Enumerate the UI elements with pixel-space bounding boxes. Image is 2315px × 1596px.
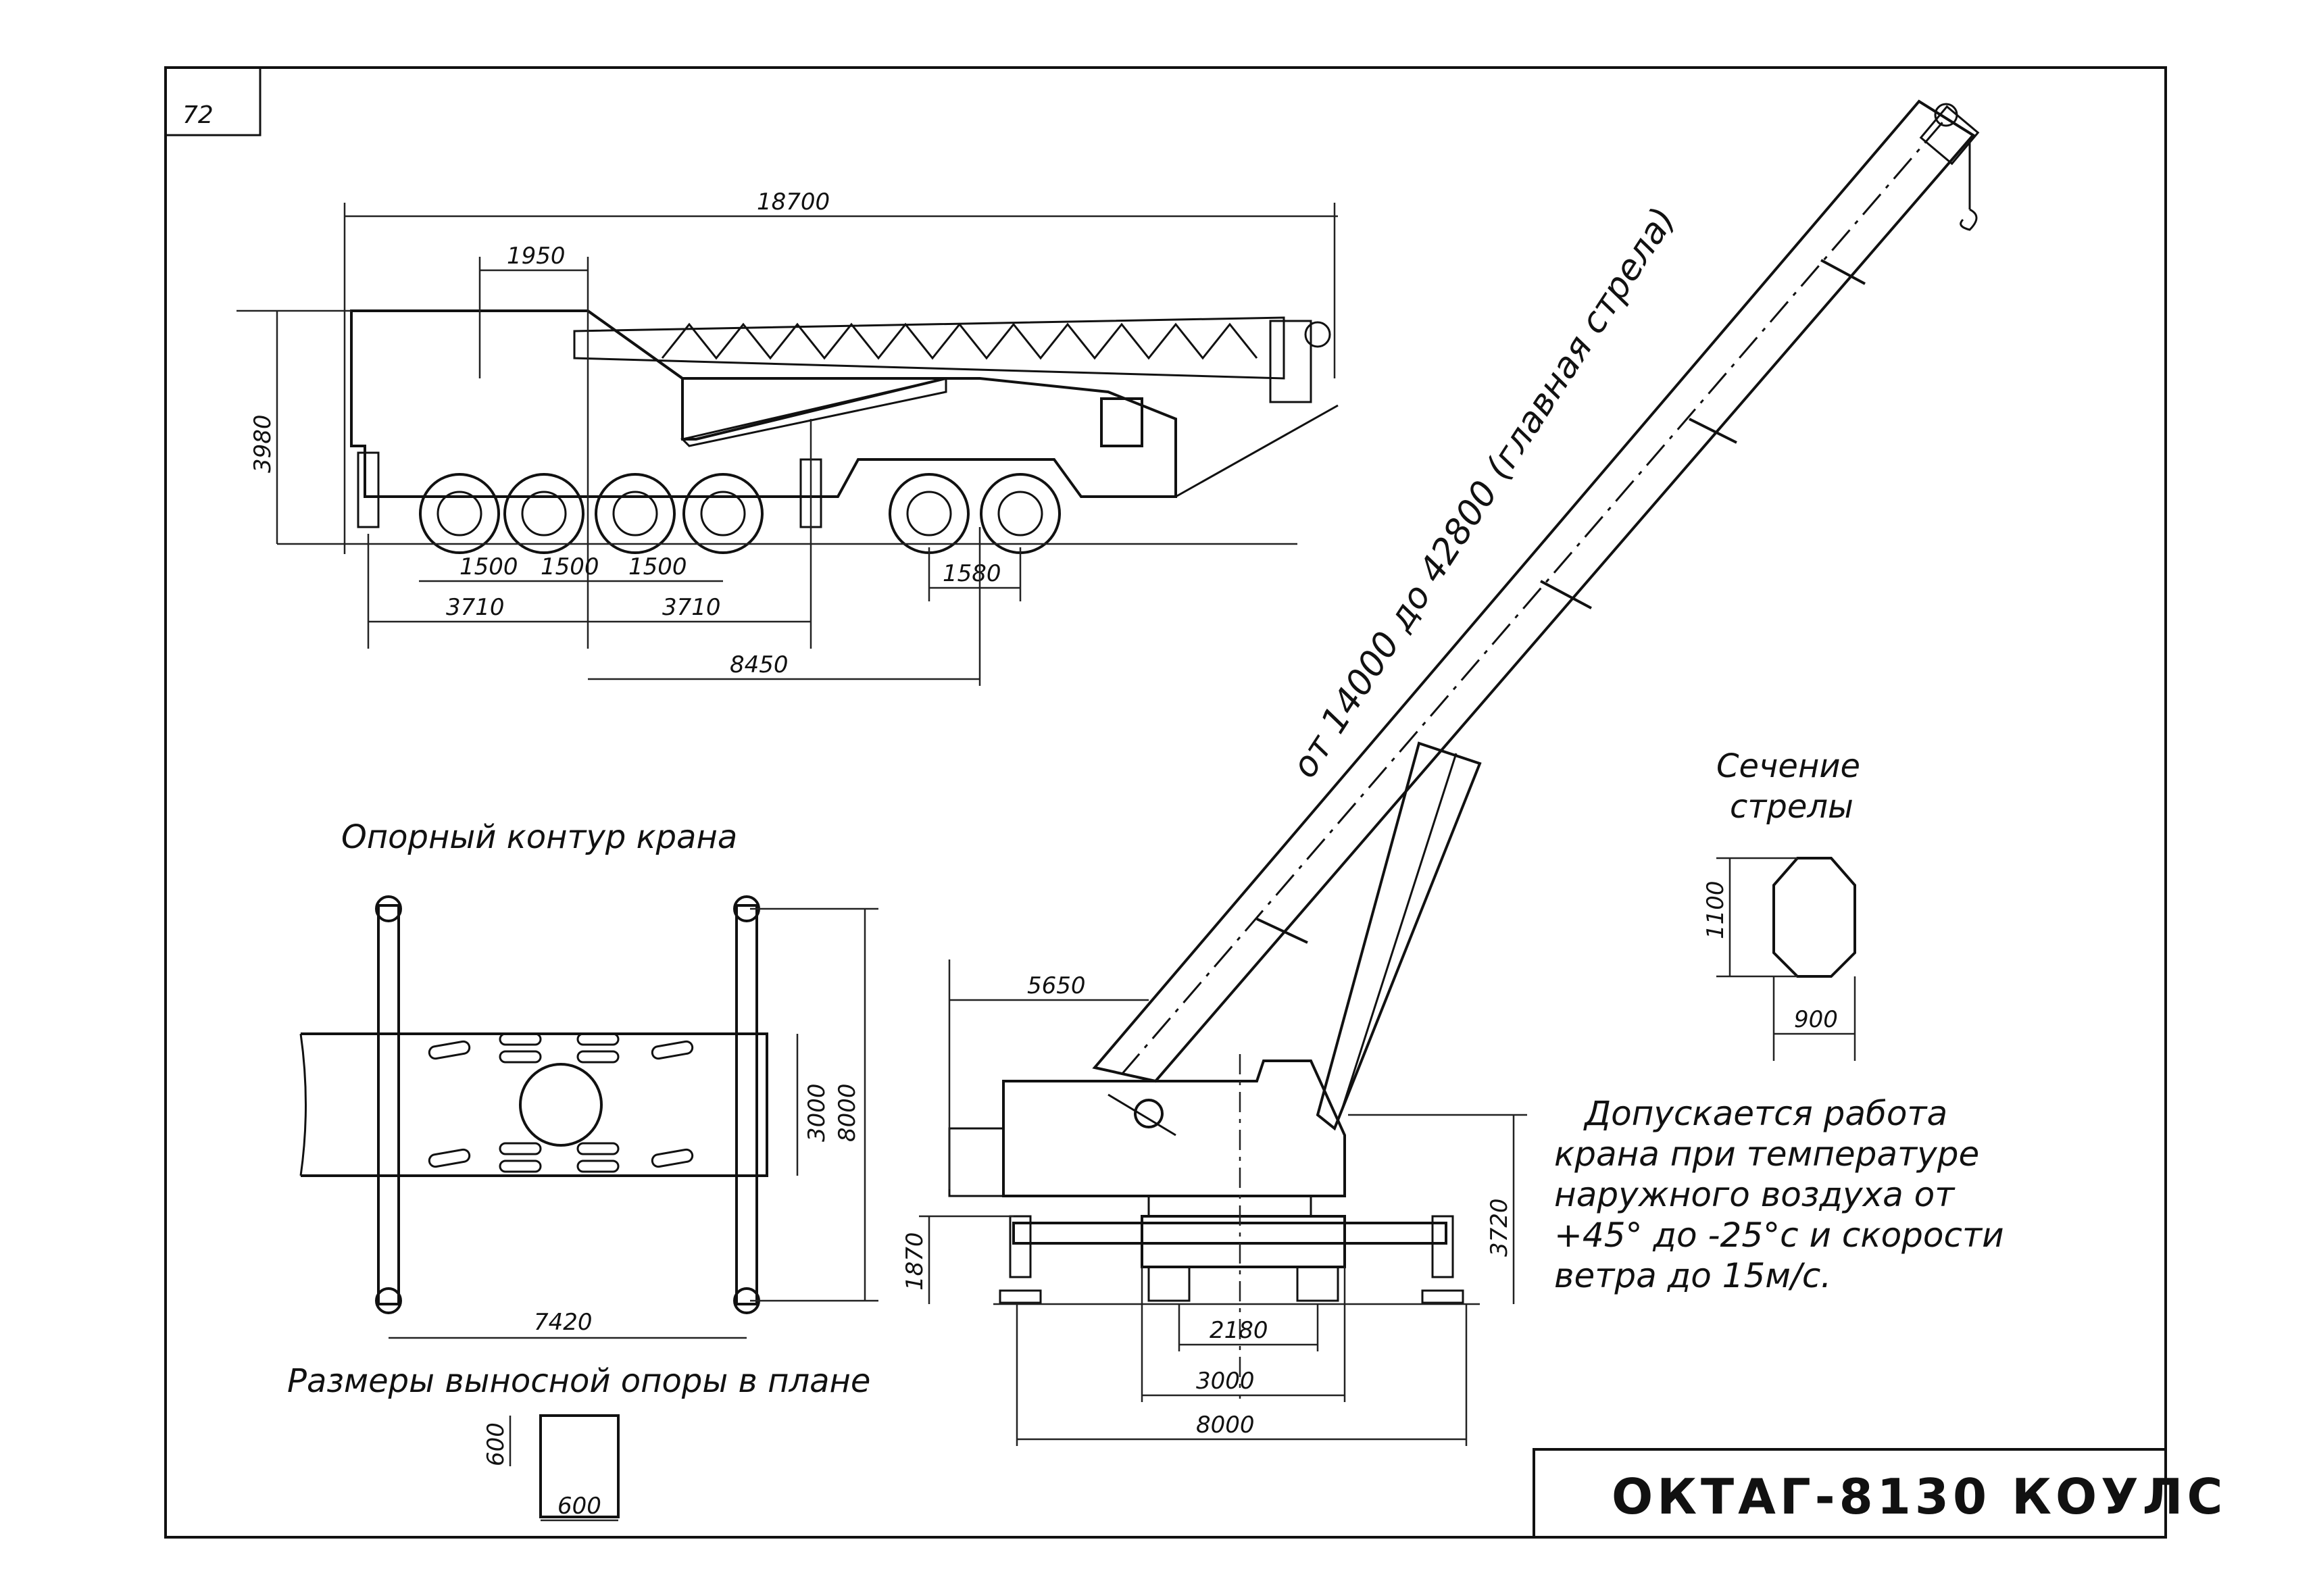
support-contour-caption: Опорный контур крана: [341, 818, 737, 856]
section-dim-width: 900: [1794, 1006, 1838, 1033]
dim-overall-length: 18700: [757, 189, 830, 216]
dim-front-axle: 1580: [943, 560, 1001, 587]
dim-height: 3980: [249, 414, 276, 473]
support-dim-outer-width: 8000: [834, 1083, 861, 1142]
page-number: 72: [182, 101, 214, 129]
side-wheels: [419, 473, 1061, 554]
support-dim-length: 7420: [534, 1309, 593, 1336]
outrigger-pad-caption: Размеры выносной опоры в плане: [287, 1362, 870, 1400]
dim-height-right: 3720: [1486, 1198, 1513, 1257]
pad-dim-bottom: 600: [557, 1493, 601, 1520]
note-line-5: ветра до 15м/с.: [1554, 1256, 1831, 1295]
section-caption-1: Сечение: [1716, 747, 1860, 785]
dim-outrigger-a: 3710: [446, 594, 505, 621]
pad-dim-side: 600: [482, 1422, 509, 1466]
outrigger-pad: Размеры выносной опоры в плане 600 600: [287, 1362, 870, 1522]
dim-outrigger-b: 3710: [662, 594, 721, 621]
dim-rear-offset: 1950: [507, 243, 566, 270]
dim-track-inner: 2180: [1210, 1317, 1268, 1344]
note-line-1: Допускается работа: [1583, 1094, 1947, 1133]
dim-track-mid: 3000: [1196, 1368, 1255, 1395]
note-line-2: крана при температуре: [1554, 1134, 1979, 1174]
dim-track-outer: 8000: [1196, 1412, 1255, 1439]
support-contour-slots: [428, 1032, 694, 1173]
boom-section: Сечение стрелы 1100 900: [1702, 747, 1860, 1061]
note-line-4: +45° до -25°с и скорости: [1554, 1216, 2004, 1255]
section-dim-height: 1100: [1702, 880, 1729, 939]
title-text: ОКТАГ-8130 КОУЛС: [1612, 1468, 2226, 1525]
section-caption-2: стрелы: [1730, 788, 1853, 826]
dim-axle-1: 1500: [459, 553, 518, 580]
support-contour: Опорный контур крана 7420 30: [299, 818, 878, 1339]
dim-axle-2: 1500: [541, 553, 599, 580]
note-line-3: наружного воздуха от: [1554, 1175, 1956, 1214]
side-view: 18700 1950 3980 1500 1500 1500 1580 3710…: [237, 189, 1339, 686]
dim-wheelbase: 8450: [730, 651, 789, 678]
title-block: [1533, 1448, 2167, 1539]
dim-height-left: 1870: [901, 1232, 928, 1291]
support-dim-inner-width: 3000: [803, 1083, 830, 1142]
dim-axle-3: 1500: [628, 553, 687, 580]
sheet-frame: 72 ОКТАГ-8130 КОУЛС: [164, 66, 2226, 1539]
dim-reach: 5650: [1027, 972, 1086, 999]
operating-note: Допускается работа крана при температуре…: [1554, 1094, 2004, 1295]
